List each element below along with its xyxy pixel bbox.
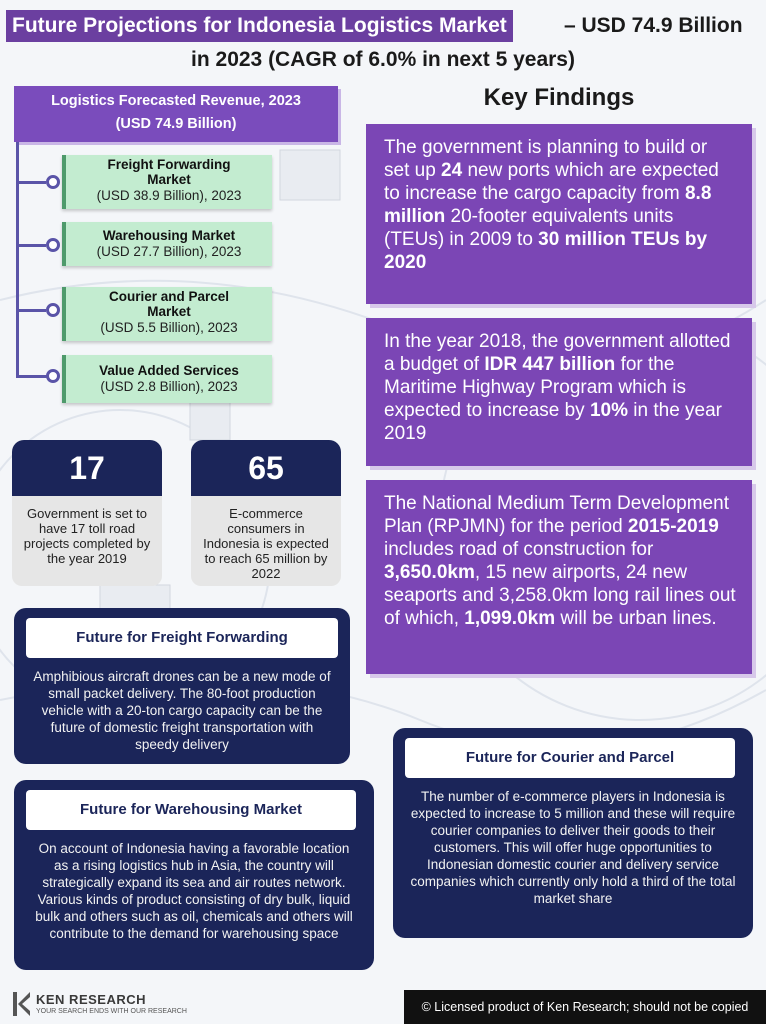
revenue-title: Logistics Forecasted Revenue, 2023 (51, 93, 301, 109)
panel-warehousing: Future for Warehousing Market On account… (14, 780, 374, 970)
finding-highlight: 10% (589, 400, 628, 421)
stat-description: E-commerce consumers in Indonesia is exp… (191, 496, 341, 586)
tree-branch (16, 309, 46, 312)
panel-body: Amphibious aircraft drones can be a new … (33, 669, 331, 752)
finding-highlight: 30 million TEUs by 2020 (384, 229, 708, 273)
finding-highlight: IDR 447 billion (484, 354, 616, 375)
logo-mark-icon (13, 992, 30, 1016)
segment-warehousing: Warehousing Market (USD 27.7 Billion), 2… (62, 222, 272, 266)
tree-node (46, 175, 60, 189)
finding-text: includes road of construction for (384, 539, 654, 560)
segment-courier-parcel: Courier and Parcel Market (USD 5.5 Billi… (62, 287, 272, 341)
finding-text: The National Medium Term Development Pla… (384, 493, 729, 537)
panel-title: Future for Freight Forwarding (26, 618, 338, 658)
finding-highlight: 8.8 million (384, 183, 712, 227)
revenue-header: Logistics Forecasted Revenue, 2023 (USD … (14, 86, 338, 142)
revenue-total: (USD 74.9 Billion) (115, 116, 237, 132)
tree-branch (16, 181, 46, 184)
license-footer: © Licensed product of Ken Research; shou… (404, 990, 766, 1024)
segment-name: Warehousing Market (102, 228, 236, 243)
finding-highlight: 2015-2019 (627, 516, 719, 537)
tree-trunk (16, 142, 19, 378)
segment-value: (USD 2.8 Billion), 2023 (100, 379, 238, 394)
stat-ecommerce: 65 E-commerce consumers in Indonesia is … (191, 440, 341, 586)
finding-rpjmn: The National Medium Term Development Pla… (366, 480, 752, 674)
segment-freight-forwarding: Freight Forwarding Market (USD 38.9 Bill… (62, 155, 272, 209)
title-highlight: Future Projections for Indonesia Logisti… (6, 10, 513, 42)
finding-ports: The government is planning to build or s… (366, 124, 752, 304)
finding-text: for the Maritime Highway Program which i… (384, 354, 686, 421)
finding-text: new ports which are expected to increase… (384, 160, 719, 204)
finding-text: In the year 2018, the government allotte… (384, 331, 731, 375)
finding-text: The government is planning to build or s… (384, 137, 708, 181)
tree-node (46, 238, 60, 252)
panel-body: On account of Indonesia having a favorab… (35, 841, 353, 941)
segment-value: (USD 5.5 Billion), 2023 (100, 320, 238, 335)
segment-value: (USD 38.9 Billion), 2023 (96, 188, 242, 203)
logo-name: KEN RESEARCH (36, 992, 147, 1007)
tree-node (46, 369, 60, 383)
segment-value-added: Value Added Services (USD 2.8 Billion), … (62, 355, 272, 403)
finding-budget: In the year 2018, the government allotte… (366, 318, 752, 466)
stat-number: 65 (191, 440, 341, 496)
segment-value: (USD 27.7 Billion), 2023 (96, 244, 242, 259)
stat-description: Government is set to have 17 toll road p… (12, 496, 162, 586)
finding-highlight: 24 (441, 160, 463, 181)
finding-text: will be urban lines. (555, 608, 717, 629)
finding-text: in the year 2019 (384, 400, 722, 444)
finding-text: , 15 new airports, 24 new seaports and 3… (384, 562, 736, 629)
panel-freight-forwarding: Future for Freight Forwarding Amphibious… (14, 608, 350, 764)
panel-title: Future for Warehousing Market (26, 790, 356, 830)
segment-name: Value Added Services (99, 363, 239, 378)
stat-number: 17 (12, 440, 162, 496)
page-subtitle: in 2023 (CAGR of 6.0% in next 5 years) (191, 48, 575, 71)
finding-highlight: 3,650.0km (384, 562, 475, 583)
page-title: Future Projections for Indonesia Logisti… (6, 10, 758, 42)
stat-toll-roads: 17 Government is set to have 17 toll roa… (12, 440, 162, 586)
segment-name: Freight Forwarding Market (107, 157, 231, 187)
panel-title: Future for Courier and Parcel (405, 738, 735, 778)
panel-courier-parcel: Future for Courier and Parcel The number… (393, 728, 753, 938)
tree-branch (16, 244, 46, 247)
key-findings-title: Key Findings (483, 84, 635, 111)
finding-text: 20-footer equivalents units (TEUs) in 20… (384, 206, 674, 250)
segment-name: Courier and Parcel Market (108, 289, 230, 319)
tree-branch (16, 375, 56, 378)
tree-node (46, 303, 60, 317)
panel-body: The number of e-commerce players in Indo… (410, 789, 736, 906)
title-rest: – USD 74.9 Billion (564, 14, 743, 37)
logo-tagline: YOUR SEARCH ENDS WITH OUR RESEARCH (36, 1008, 187, 1015)
ken-research-logo: KEN RESEARCH YOUR SEARCH ENDS WITH OUR R… (12, 990, 212, 1020)
finding-highlight: 1,099.0km (464, 608, 556, 629)
